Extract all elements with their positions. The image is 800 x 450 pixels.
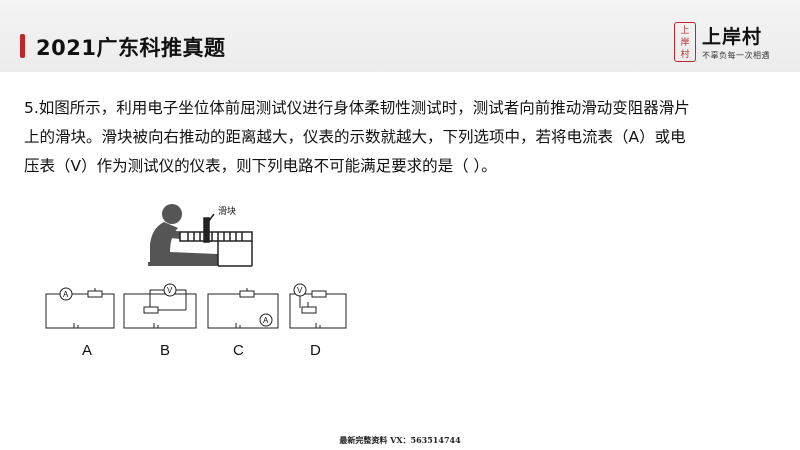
circuit-a (45, 287, 115, 329)
question-figure: 滑块 A V A V (45, 204, 347, 329)
logo-seal: 上岸村 (674, 22, 696, 62)
question-text: 5.如图所示，利用电子坐位体前屈测试仪进行身体柔韧性测试时，测试者向前推动滑动变… (24, 94, 776, 181)
page-title: 2021广东科推真题 (36, 36, 226, 60)
brand-logo: 上岸村 上岸村 不辜负每一次相遇 (674, 22, 794, 66)
circuit-c (207, 288, 279, 329)
circuit-b (123, 283, 197, 329)
footer-note: 最新完整资料 VX：563514744 (339, 435, 461, 445)
option-c-label: C (233, 342, 244, 359)
ammeter-c-label: A (263, 316, 269, 325)
question-line-2: 上的滑块。滑块被向右推动的距离越大，仪表的示数就越大，下列选项中，若将电流表（A… (24, 128, 686, 146)
slider-label: 滑块 (218, 205, 236, 217)
ammeter-a-label: A (63, 290, 69, 299)
voltmeter-b-label: V (167, 286, 173, 295)
logo-name: 上岸村 (702, 26, 763, 48)
question-line-3: 压表（V）作为测试仪的仪表，则下列电路不可能满足要求的是（ ）。 (24, 157, 497, 175)
question-line-1: 5.如图所示，利用电子坐位体前屈测试仪进行身体柔韧性测试时，测试者向前推动滑动变… (24, 99, 690, 117)
option-b-label: B (160, 342, 171, 359)
option-d-label: D (310, 342, 321, 359)
option-a-label: A (82, 342, 93, 359)
test-instrument (179, 213, 253, 267)
circuit-d (289, 283, 347, 329)
logo-slogan: 不辜负每一次相遇 (702, 51, 770, 60)
voltmeter-d-label: V (297, 286, 303, 295)
title-accent-bar (20, 34, 25, 58)
header-band (0, 0, 800, 72)
